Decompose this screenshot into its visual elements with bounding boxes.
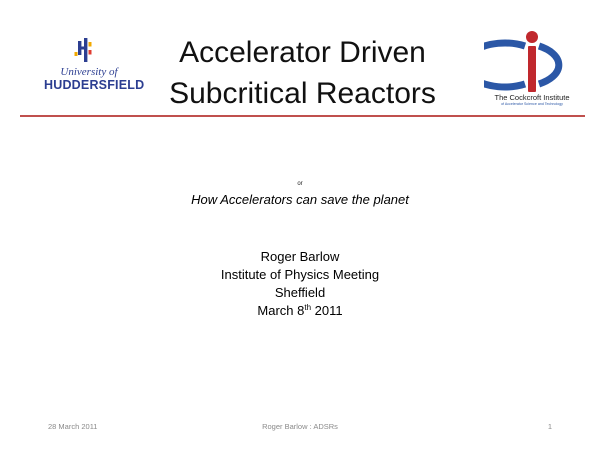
author-block: Roger Barlow Institute of Physics Meetin… xyxy=(0,248,600,320)
cockcroft-logo-line1: The Cockcroft Institute xyxy=(494,93,570,102)
title-divider xyxy=(20,115,585,117)
event-date-ordinal: th xyxy=(304,303,312,312)
author-name: Roger Barlow xyxy=(260,249,340,264)
event-date-year: 2011 xyxy=(311,303,343,318)
huddersfield-logo-icon xyxy=(74,38,92,62)
cockcroft-institute-logo-icon xyxy=(461,31,563,92)
cockcroft-logo-line2: of Accelerator Science and Technology xyxy=(501,102,563,106)
huddersfield-logo: University of HUDDERSFIELD xyxy=(44,38,145,94)
slide-title-line2: Subcritical Reactors xyxy=(169,77,436,110)
event-name: Institute of Physics Meeting xyxy=(220,267,380,282)
cockcroft-institute-logo: The Cockcroft Institute of Accelerator S… xyxy=(461,28,580,110)
page-number: 1 xyxy=(547,422,552,431)
slide-subtitle: How Accelerators can save the planet xyxy=(191,192,409,207)
huddersfield-logo-line1: University of xyxy=(60,66,118,78)
footer-date: 28 March 2011 xyxy=(48,422,98,431)
slide-title-line1: Accelerator Driven xyxy=(179,36,426,69)
huddersfield-logo-line2: HUDDERSFIELD xyxy=(44,78,145,92)
or-text: or xyxy=(297,181,303,187)
footer-presenter: Roger Barlow : ADSRs xyxy=(262,422,338,431)
slide-title: Accelerator Driven Subcritical Reactors xyxy=(150,32,455,114)
event-date-day: March 8 xyxy=(257,303,305,318)
event-location: Sheffield xyxy=(274,285,326,300)
event-date: March 8th 2011 xyxy=(0,302,600,320)
